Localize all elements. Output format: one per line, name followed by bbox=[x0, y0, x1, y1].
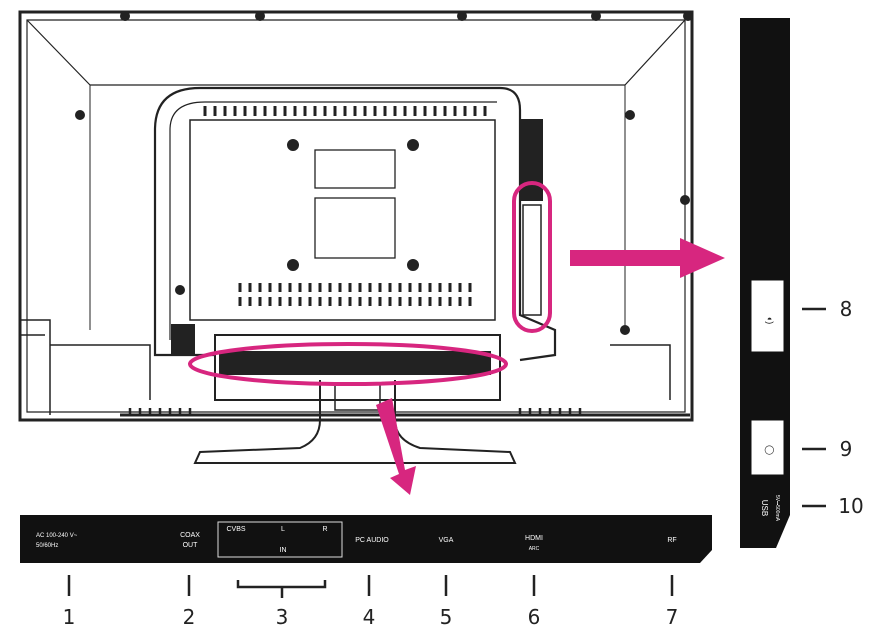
port-sublabel-hdmi: ARC bbox=[529, 546, 540, 552]
port-label-vga: VGA bbox=[439, 537, 454, 544]
pointer-arrows bbox=[376, 238, 725, 495]
back-ports-highlight bbox=[188, 342, 508, 386]
highlight-overlays bbox=[188, 181, 552, 386]
cvbs-group-box bbox=[217, 521, 343, 558]
ci-symbol: ◯ bbox=[764, 445, 775, 455]
headphone-slot bbox=[750, 279, 785, 353]
callouts bbox=[67, 307, 826, 598]
callout-6: 6 bbox=[528, 605, 541, 629]
usb-label: USB bbox=[760, 500, 769, 516]
arrow-to-side-panel-icon bbox=[570, 238, 725, 278]
callout-1: 1 bbox=[63, 605, 76, 629]
tv-rear-illustration bbox=[18, 10, 694, 464]
callout-3: 3 bbox=[276, 605, 289, 629]
port-sublabel-coax: OUT bbox=[183, 542, 199, 549]
port-label-audio-l: L bbox=[281, 526, 285, 533]
callout-2: 2 bbox=[183, 605, 196, 629]
ci-slot bbox=[750, 419, 785, 476]
callout-numbers: 1 2 3 4 5 6 7 8 9 10 bbox=[63, 297, 864, 629]
port-label-coax: COAX bbox=[180, 532, 200, 539]
usb-sub-label: 5V⎓500mA bbox=[774, 495, 780, 522]
port-label-rf: RF bbox=[667, 537, 676, 544]
headphone-symbol: ◖) bbox=[765, 316, 775, 324]
port-label-pc-audio: PC AUDIO bbox=[355, 537, 389, 544]
arrow-to-back-panel-icon bbox=[376, 398, 416, 495]
callout-5: 5 bbox=[440, 605, 453, 629]
port-label-hdmi: HDMI bbox=[525, 535, 543, 542]
side-ports-highlight bbox=[512, 181, 552, 333]
callout-7: 7 bbox=[666, 605, 679, 629]
port-sublabel-ac-power: 50/60Hz bbox=[36, 543, 58, 549]
port-label-in: IN bbox=[280, 547, 287, 554]
port-label-ac-power: AC 100-240 V~ bbox=[36, 533, 78, 539]
callout-4: 4 bbox=[363, 605, 376, 629]
port-label-cvbs: CVBS bbox=[226, 526, 245, 533]
side-panel: ◖) ◯ USB 5V⎓500mA bbox=[740, 18, 790, 548]
callout-9: 9 bbox=[840, 437, 853, 461]
back-panel: AC 100-240 V~ 50/60Hz COAX OUT CVBS L R … bbox=[20, 515, 712, 563]
port-label-audio-r: R bbox=[322, 526, 327, 533]
callout-10: 10 bbox=[838, 494, 863, 518]
callout-8: 8 bbox=[840, 297, 853, 321]
